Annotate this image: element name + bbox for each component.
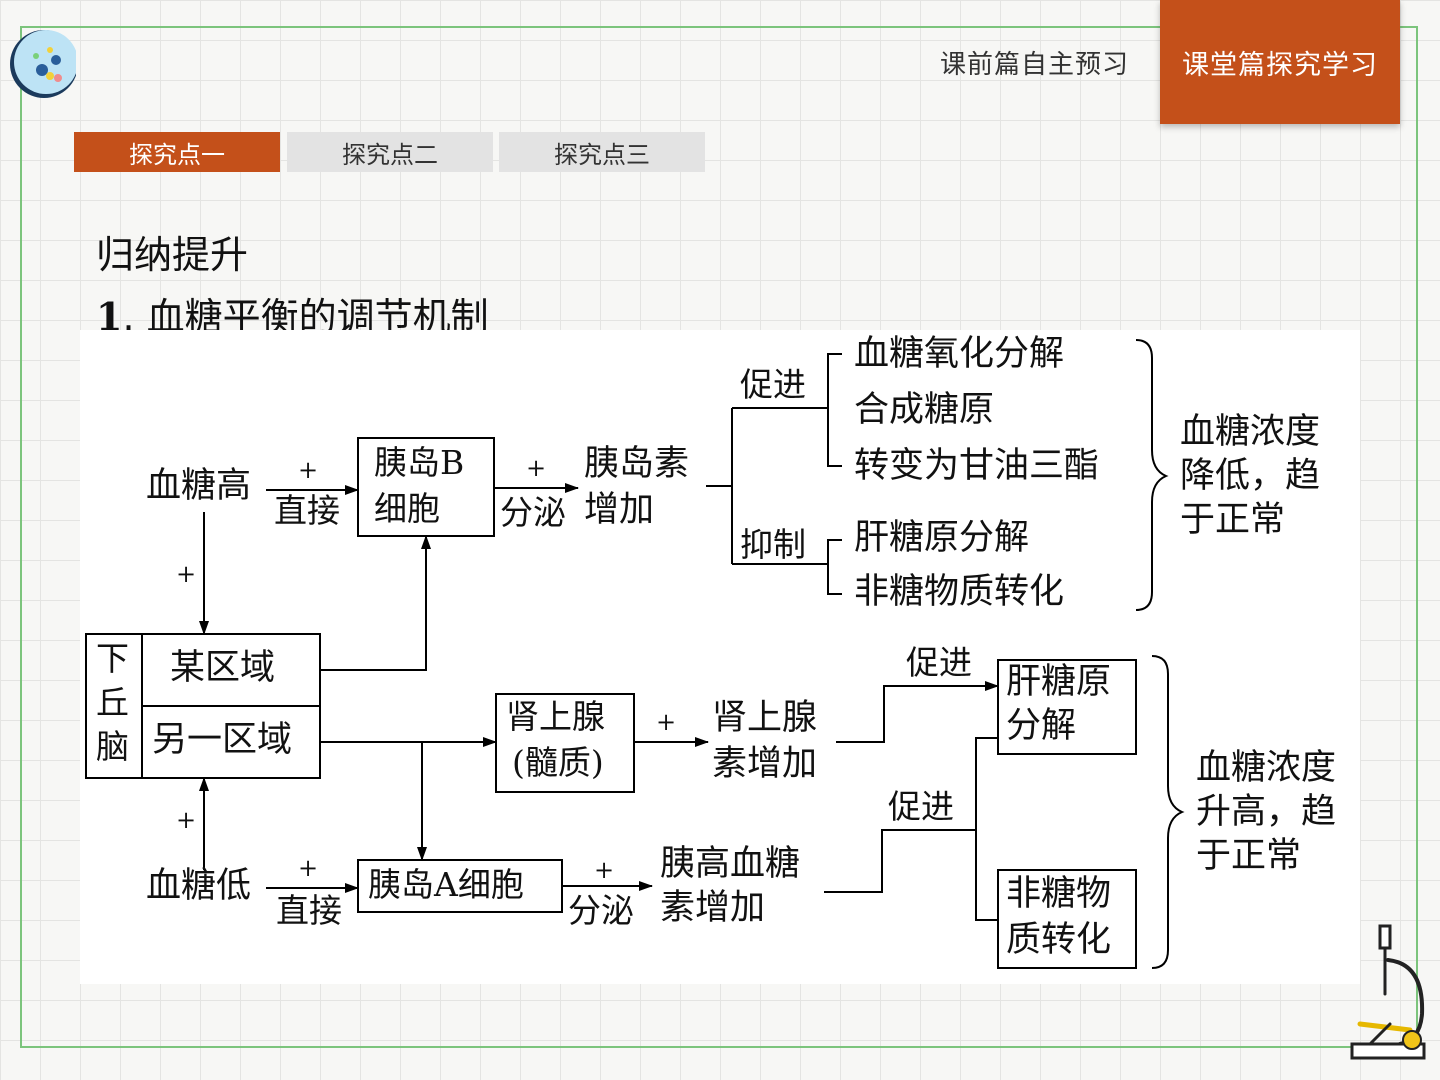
brace-raise (1151, 655, 1185, 969)
nonsugar-box-label-2: 质转化 (1006, 920, 1112, 960)
adrenal-label-2: (髓质) (512, 743, 604, 782)
label-promote: 促进 (906, 643, 972, 682)
nav-preview-link[interactable]: 课前篇自主预习 (940, 50, 1130, 80)
plus-sign: + (526, 454, 547, 482)
regulation-diagram: 血糖高 + 直接 胰岛B 细胞 + 分泌 胰岛素 增加 促进 抑制 血糖氧化分解… (80, 330, 1360, 984)
label-direct: 直接 (276, 891, 342, 930)
glucagon-label-1: 胰高血糖 (660, 844, 801, 884)
result-lower-1: 血糖浓度 (1180, 412, 1321, 452)
hypothalamus-char-3: 脑 (96, 727, 129, 766)
logo-icon (10, 30, 76, 98)
brace-lower (1135, 339, 1169, 611)
tab-point-three[interactable]: 探究点三 (499, 132, 705, 172)
liver-box (997, 659, 1137, 755)
hypothalamus-region-a: 某区域 (170, 648, 276, 688)
effect-triglyceride: 转变为甘油三酯 (854, 446, 1100, 486)
result-raise-1: 血糖浓度 (1196, 748, 1337, 788)
effect-glucose-oxidation: 血糖氧化分解 (854, 334, 1065, 374)
label-blood-high: 血糖高 (146, 466, 252, 506)
tab-point-two[interactable]: 探究点二 (287, 132, 493, 172)
label-direct: 直接 (274, 491, 340, 530)
adrenaline-label-2: 素增加 (712, 744, 818, 784)
label-inhibit: 抑制 (740, 525, 806, 564)
effect-nonsugar-conversion: 非糖物质转化 (854, 572, 1065, 612)
insulin-label-1: 胰岛素 (584, 444, 690, 484)
hypothalamus-char-1: 下 (96, 639, 129, 678)
glucagon-label-2: 素增加 (660, 888, 766, 928)
page-frame (20, 26, 1418, 1048)
liver-box-label-2: 分解 (1006, 706, 1077, 746)
microscope-icon (1350, 924, 1426, 1060)
liver-box-label-1: 肝糖原 (1006, 662, 1112, 702)
label-promote: 促进 (740, 365, 806, 404)
plus-sign: + (594, 856, 615, 884)
nonsugar-box-label-1: 非糖物 (1006, 874, 1112, 914)
effect-liver-glycogen-breakdown: 肝糖原分解 (854, 518, 1030, 558)
insulin-label-2: 增加 (584, 490, 655, 530)
label-secrete: 分泌 (568, 891, 634, 930)
islet-a-label: 胰岛A细胞 (368, 865, 524, 904)
hypothalamus-region-b: 另一区域 (152, 720, 293, 760)
plus-sign: + (176, 806, 197, 834)
label-promote: 促进 (888, 787, 954, 826)
adrenaline-label-1: 肾上腺 (712, 698, 818, 738)
plus-sign: + (656, 708, 677, 736)
result-raise-2: 升高，趋 (1196, 792, 1337, 832)
adrenal-label-1: 肾上腺 (506, 697, 605, 736)
section-title: 归纳提升 (96, 233, 249, 277)
islet-b-label-2: 细胞 (374, 489, 440, 528)
plus-sign: + (298, 854, 319, 882)
plus-sign: + (298, 456, 319, 484)
tab-point-one[interactable]: 探究点一 (74, 132, 280, 172)
islet-b-label-1: 胰岛B (374, 443, 465, 482)
result-raise-3: 于正常 (1196, 836, 1302, 876)
result-lower-2: 降低，趋 (1180, 456, 1321, 496)
diagram-lines (85, 339, 1185, 969)
label-blood-low: 血糖低 (146, 866, 252, 906)
result-lower-3: 于正常 (1180, 500, 1286, 540)
effect-glycogen-synthesis: 合成糖原 (854, 390, 995, 430)
label-secrete: 分泌 (500, 493, 566, 532)
hypothalamus-char-2: 丘 (96, 683, 129, 722)
plus-sign: + (176, 560, 197, 588)
nav-classroom-tab[interactable]: 课堂篇探究学习 (1160, 0, 1400, 124)
